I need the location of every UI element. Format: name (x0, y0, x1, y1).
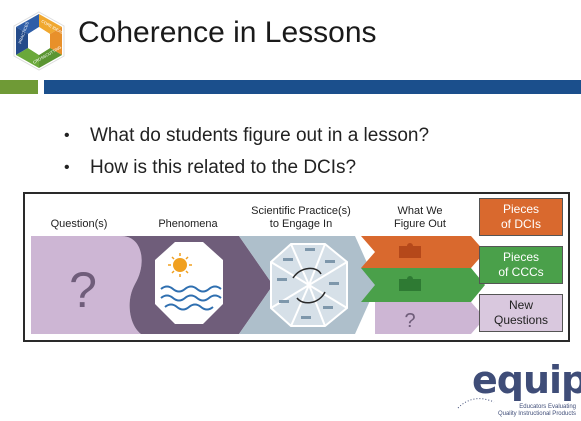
dci-puzzle-icon (399, 243, 421, 258)
ngss-logo: PRACTICES CORE IDEAS CROSSCUTTING (8, 10, 70, 72)
new-question-mark: ? (404, 310, 415, 332)
dci-band (361, 236, 485, 268)
header-phenomena: Phenomena (158, 218, 218, 230)
phenomena-octagon (155, 242, 223, 324)
question-mark-icon: ? (69, 262, 97, 318)
cycle-arrow-icon (292, 267, 322, 279)
bullet-list: •What do students figure out in a lesson… (62, 120, 429, 184)
diagram-graphic: ? ? (31, 236, 485, 334)
header-question: Question(s) (50, 218, 108, 230)
ccc-puzzle-icon (399, 276, 421, 291)
bullet-item: •How is this related to the DCIs? (62, 152, 429, 184)
bullet-dot-icon: • (64, 127, 70, 144)
ccc-band (361, 268, 485, 302)
new-question-band (375, 302, 485, 334)
waves-icon (160, 285, 222, 311)
header-figure-out: What We Figure Out (394, 205, 446, 230)
coherence-diagram: ? ? Question(s) Phenomena Scientific Pra… (23, 192, 570, 342)
equip-swoosh-icon (457, 398, 495, 409)
equip-logo: equip Educators Evaluating Quality Instr… (456, 358, 581, 418)
question-region (31, 236, 142, 334)
header-practices: Scientific Practice(s) to Engage In (251, 205, 351, 230)
bullet-item: •What do students figure out in a lesson… (62, 120, 429, 152)
header-band-green (0, 80, 38, 94)
equip-logo-text: equip (472, 358, 581, 402)
header-band-blue (44, 80, 581, 94)
page-title: Coherence in Lessons (78, 16, 377, 49)
sun-rays-icon (168, 253, 192, 277)
equip-tagline: Educators Evaluating Quality Instruction… (497, 404, 576, 417)
bullet-dot-icon: • (64, 159, 70, 176)
sun-icon (173, 258, 187, 272)
